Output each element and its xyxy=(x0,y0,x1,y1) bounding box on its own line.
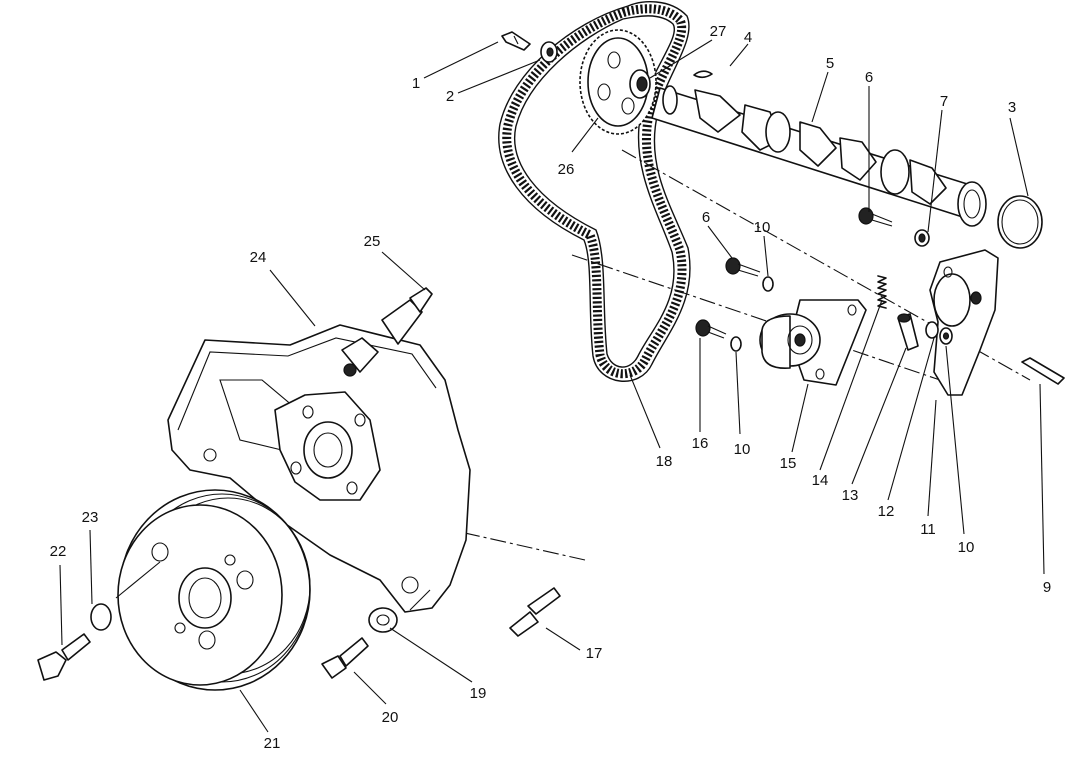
woodruff-key xyxy=(693,70,713,79)
callout-labels: 1 2 3 4 5 6 7 6 10 27 26 25 24 18 16 10 … xyxy=(50,23,1052,752)
sprocket-bolt xyxy=(501,31,531,51)
callout-19: 19 xyxy=(470,685,487,702)
tensioner-bracket xyxy=(925,249,999,396)
pump-washer xyxy=(368,607,398,633)
callout-17: 17 xyxy=(586,645,603,662)
callout-3: 3 xyxy=(1008,99,1016,116)
callout-23: 23 xyxy=(82,509,99,526)
washer-upper xyxy=(762,276,774,292)
washer-lower xyxy=(730,336,742,352)
callout-13: 13 xyxy=(842,487,859,504)
callout-10b: 10 xyxy=(734,441,751,458)
pump-stud xyxy=(509,587,561,637)
pulley-washer xyxy=(90,603,112,631)
callout-6b: 6 xyxy=(702,209,710,226)
tensioner-upper-bolt xyxy=(858,207,893,227)
callout-24: 24 xyxy=(250,249,267,266)
pump-bolt xyxy=(321,637,369,679)
callout-12: 12 xyxy=(878,503,895,520)
callout-1: 1 xyxy=(412,75,420,92)
callout-9: 9 xyxy=(1043,579,1051,596)
callout-2: 2 xyxy=(446,88,454,105)
sprocket-washer xyxy=(540,41,558,63)
callout-5: 5 xyxy=(826,55,834,72)
pulley-bolt xyxy=(695,319,727,339)
water-pump-pulley xyxy=(117,489,311,691)
temperature-sensor xyxy=(341,287,433,377)
leader-lines xyxy=(59,39,1045,733)
tensioner-pulley xyxy=(759,299,867,386)
callout-15: 15 xyxy=(780,455,797,472)
cam-sprocket xyxy=(579,29,657,135)
callout-18: 18 xyxy=(656,453,673,470)
callout-16: 16 xyxy=(692,435,709,452)
tensioner-stud xyxy=(1021,357,1065,385)
callout-26: 26 xyxy=(558,161,575,178)
callout-27: 27 xyxy=(710,23,727,40)
callout-6: 6 xyxy=(865,69,873,86)
tensioner-spring xyxy=(877,275,887,309)
callout-10a: 10 xyxy=(754,219,771,236)
camshaft xyxy=(651,85,987,227)
callout-22: 22 xyxy=(50,543,67,560)
water-pump-body xyxy=(167,324,471,613)
callout-20: 20 xyxy=(382,709,399,726)
callout-10c: 10 xyxy=(958,539,975,556)
callout-4: 4 xyxy=(744,29,752,46)
tensioner-pulley-bolt xyxy=(725,257,761,277)
pulley-bolt-head xyxy=(37,633,91,681)
seal-ring xyxy=(997,195,1043,249)
callout-11: 11 xyxy=(920,521,936,538)
tensioner-upper-washer xyxy=(914,229,930,247)
callout-25: 25 xyxy=(364,233,381,250)
callout-21: 21 xyxy=(264,735,281,752)
callout-14: 14 xyxy=(812,472,829,489)
timing-belt xyxy=(498,1,691,382)
callout-7: 7 xyxy=(940,93,948,110)
tensioner-plunger xyxy=(897,313,919,351)
